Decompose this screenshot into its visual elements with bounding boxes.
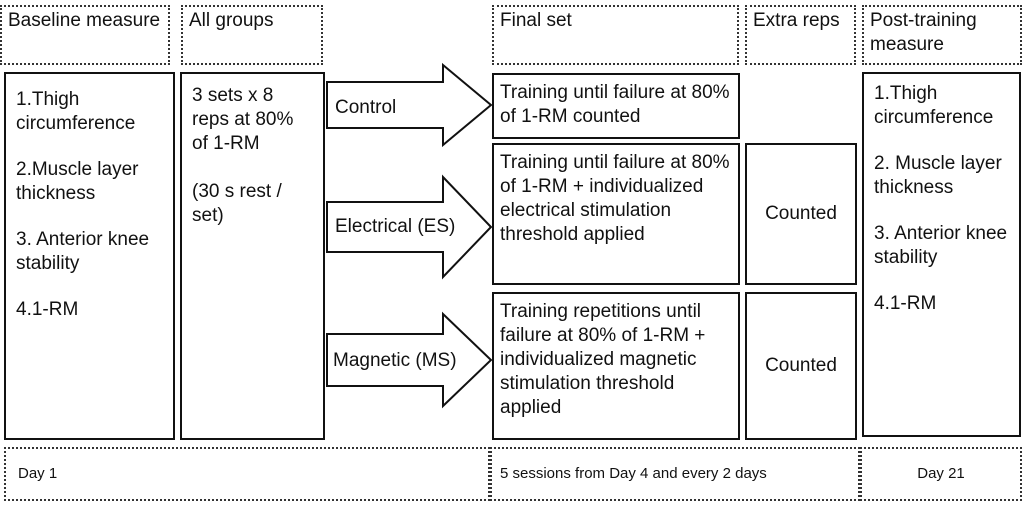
group-label-control: Control bbox=[335, 97, 397, 118]
final-set-magnetic-box: Training repetitions until failure at 80… bbox=[492, 292, 740, 440]
header-final-set: Final set bbox=[492, 5, 739, 65]
header-baseline: Baseline measure bbox=[0, 5, 170, 65]
header-extra-reps: Extra reps bbox=[745, 5, 856, 65]
baseline-item: 3. Anterior knee stability bbox=[16, 229, 150, 274]
arrow-control bbox=[326, 62, 493, 148]
timeline-day21: Day 21 bbox=[860, 447, 1022, 501]
post-item: 3. Anterior knee stability bbox=[874, 223, 1008, 268]
header-all-groups: All groups bbox=[181, 5, 323, 65]
group-label-magnetic: Magnetic (MS) bbox=[333, 350, 457, 371]
extra-reps-electrical-box: Counted bbox=[745, 143, 857, 285]
post-item: 1.Thigh circumference bbox=[874, 83, 994, 128]
rest-text: (30 s rest / set) bbox=[192, 181, 282, 226]
baseline-item: 1.Thigh circumference bbox=[16, 89, 136, 134]
post-item: 2. Muscle layer thickness bbox=[874, 153, 1002, 198]
timeline-left: Day 1 bbox=[4, 447, 490, 501]
protocol-text: 3 sets x 8 reps at 80% of 1-RM bbox=[192, 85, 294, 154]
timeline-sessions: 5 sessions from Day 4 and every 2 days bbox=[490, 447, 860, 501]
baseline-measures-box: 1.Thigh circumference 2.Muscle layer thi… bbox=[4, 72, 175, 440]
post-training-measures-box: 1.Thigh circumference 2. Muscle layer th… bbox=[862, 72, 1021, 437]
arrow-electrical bbox=[326, 174, 493, 280]
final-set-control-box: Training until failure at 80% of 1-RM co… bbox=[492, 73, 740, 139]
all-groups-protocol-box: 3 sets x 8 reps at 80% of 1-RM (30 s res… bbox=[180, 72, 325, 440]
extra-reps-magnetic-box: Counted bbox=[745, 292, 857, 440]
timeline-day1: Day 1 bbox=[18, 465, 58, 482]
group-label-electrical: Electrical (ES) bbox=[335, 216, 456, 237]
baseline-item: 2.Muscle layer thickness bbox=[16, 159, 139, 204]
arrow-magnetic bbox=[326, 311, 493, 409]
header-post-training: Post-training measure bbox=[862, 5, 1022, 65]
post-item: 4.1-RM bbox=[874, 293, 937, 314]
baseline-item: 4.1-RM bbox=[16, 299, 79, 320]
final-set-electrical-box: Training until failure at 80% of 1-RM + … bbox=[492, 143, 740, 285]
